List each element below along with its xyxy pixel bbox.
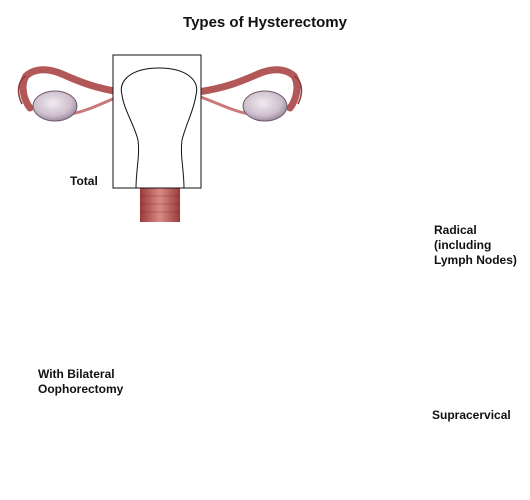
total-hysterectomy-illustration [17, 54, 303, 222]
label-bilateral-oophorectomy: With Bilateral Oophorectomy [38, 367, 124, 396]
label-radical: Radical (including Lymph Nodes) [434, 223, 517, 267]
left-ovary [32, 90, 78, 122]
total-removal-box [112, 54, 202, 189]
vagina [140, 188, 180, 222]
label-total: Total [70, 174, 98, 188]
label-supracervical: Supracervical [432, 408, 511, 422]
uterus-outline [120, 67, 198, 189]
right-fallopian-tube [194, 66, 301, 112]
right-ligament [197, 94, 251, 116]
left-fallopian-tube [19, 66, 124, 112]
diagram-title: Types of Hysterectomy [183, 14, 347, 31]
right-ovary [242, 90, 288, 122]
